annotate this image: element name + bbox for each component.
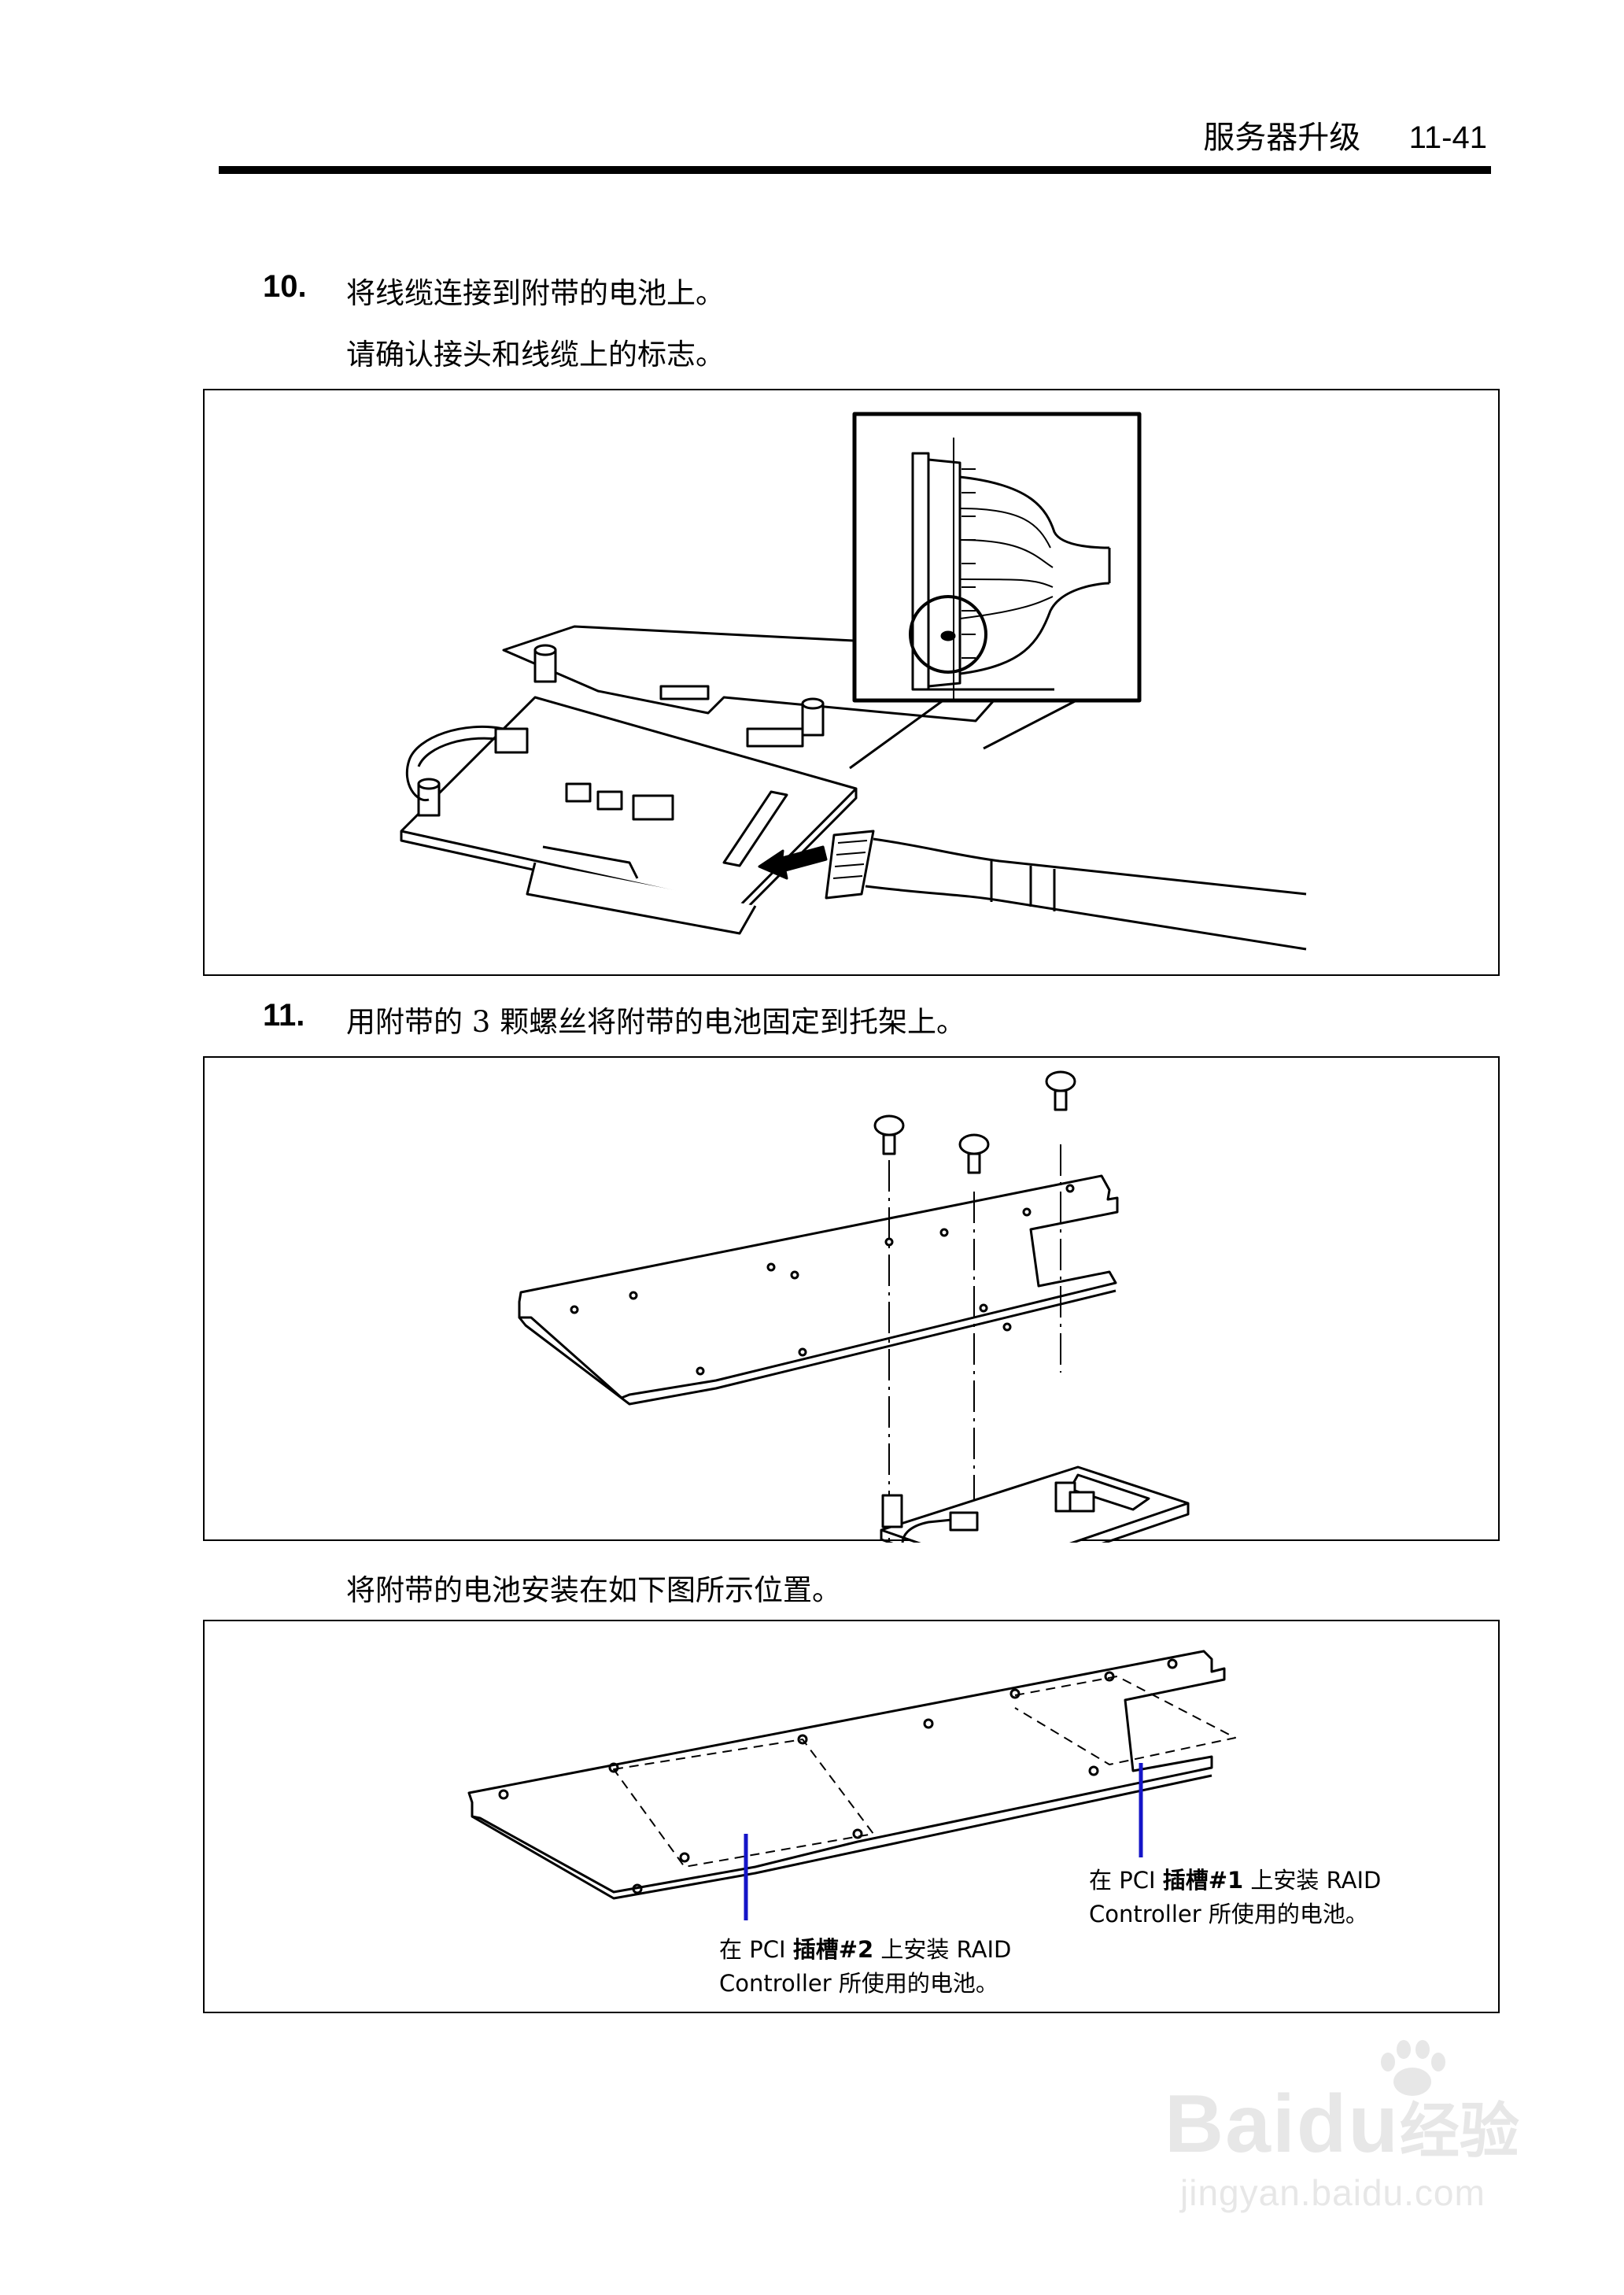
step-10-text: 将线缆连接到附带的电池上。 [346,276,725,310]
header-rule [219,166,1491,174]
callout-slot1-prefix: 在 PCI [1089,1867,1163,1894]
battery-position-illustration [467,1650,1236,1920]
figure-fix-battery [203,1056,1500,1543]
callout-slot2-prefix: 在 PCI [719,1936,793,1963]
paw-icon [1381,2040,1445,2096]
step-11-number: 11. [263,998,305,1033]
watermark-url: jingyan.baidu.com [1180,2172,1486,2213]
watermark-brand-b: du [1296,2079,1400,2170]
callout-slot1-slot: 插槽#1 [1162,1867,1244,1894]
figure-battery-position: 在 PCI 插槽#1 上安装 RAID Controller 所使用的电池。 在… [203,1620,1500,2013]
step-10-number: 10. [263,269,307,304]
callout-slot2-slot: 插槽#2 [792,1936,874,1963]
callout-slot1-line2: Controller 所使用的电池。 [1089,1901,1368,1927]
watermark-brand-a: Bai [1164,2079,1297,2170]
cable-connection-illustration [400,412,1307,951]
callout-slot1: 在 PCI 插槽#1 上安装 RAID Controller 所使用的电池。 [1089,1864,1381,1931]
callout-slot1-suffix: 上安装 RAID [1243,1867,1382,1894]
fix-battery-illustration [518,1070,1190,1543]
baidu-watermark: Baidu经验 jingyan.baidu.com [1164,2040,1519,2214]
figure-cable-connection [203,389,1500,976]
callout-slot2-line2: Controller 所使用的电池。 [719,1970,998,1997]
callout-slot2: 在 PCI 插槽#2 上安装 RAID Controller 所使用的电池。 [719,1933,1011,2001]
step-10-subtext: 请确认接头和线缆上的标志。 [346,338,725,371]
callout-slot2-suffix: 上安装 RAID [873,1936,1012,1963]
step-11-subtext: 将附带的电池安装在如下图所示位置。 [346,1573,841,1607]
step-11-text: 用附带的 3 颗螺丝将附带的电池固定到托架上。 [346,1005,966,1039]
page-number: 11-41 [1408,120,1487,155]
watermark-brand-cn: 经验 [1399,2096,1519,2166]
section-title: 服务器升级 [1203,120,1361,156]
page-header: 服务器升级 11-41 [1203,112,1487,157]
